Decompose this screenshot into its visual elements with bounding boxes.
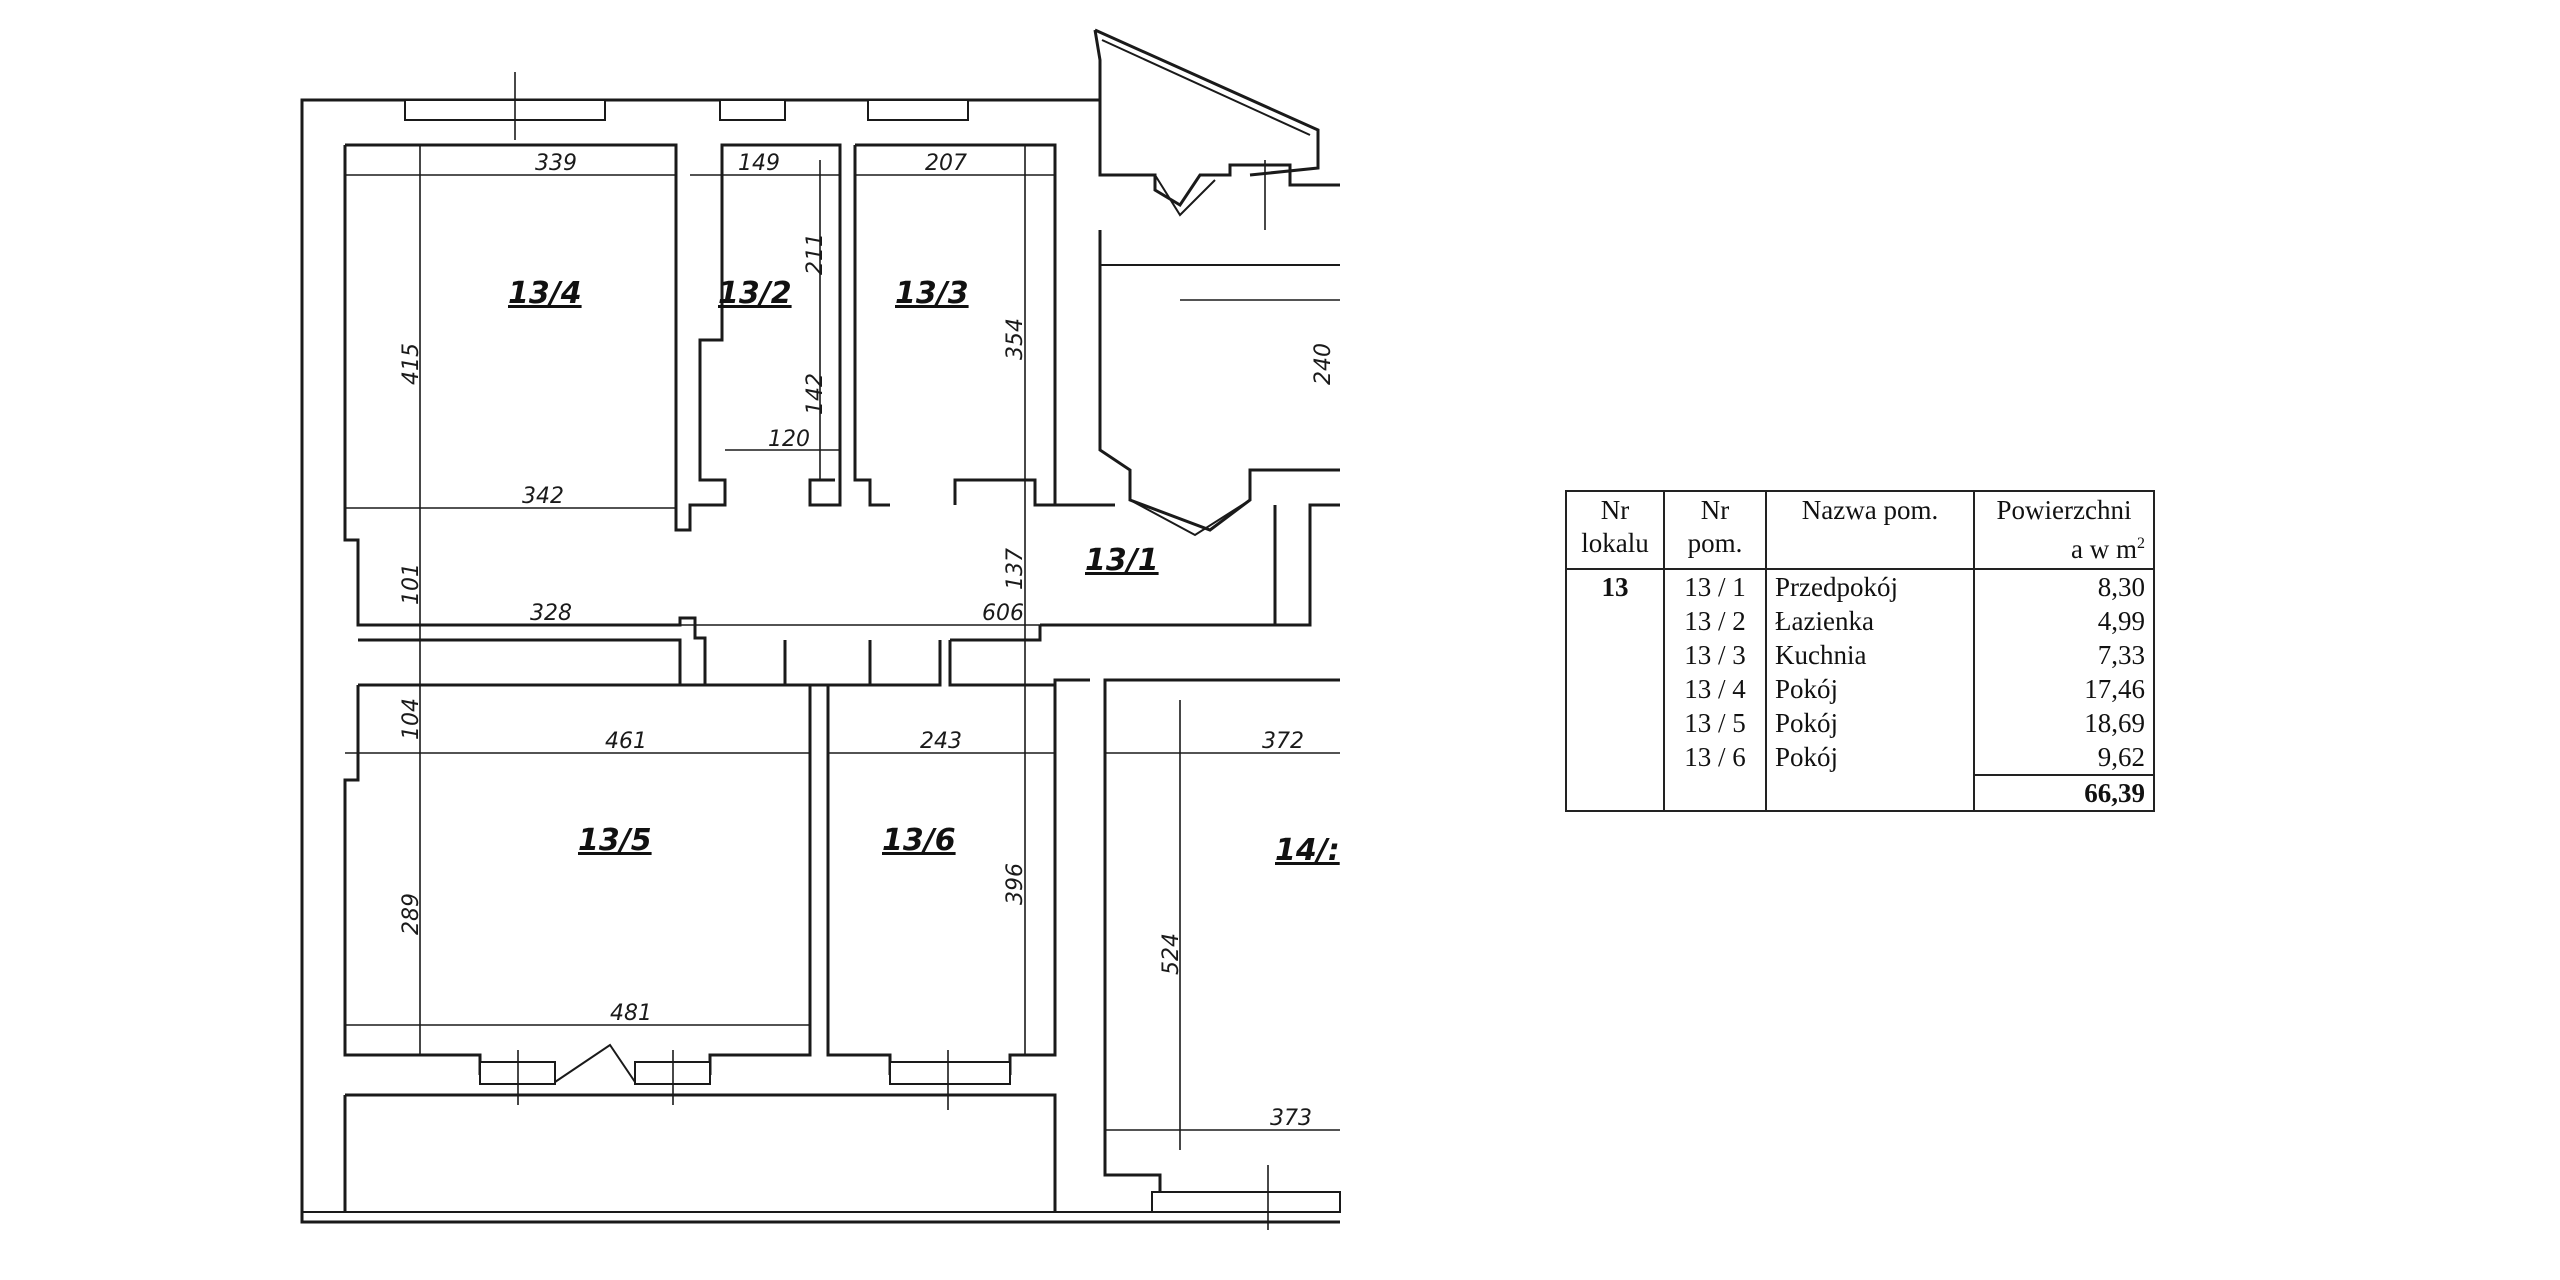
dimension-lines xyxy=(345,145,1340,1150)
table-row: 13 / 3 Kuchnia 7,33 xyxy=(1565,638,2155,672)
header-nazwa: Nazwa pom. xyxy=(1765,490,1975,570)
table-row: 13 / 4 Pokój 17,46 xyxy=(1565,672,2155,706)
floor-plan: 13/4 13/2 13/3 13/1 13/5 13/6 14/: 339 1… xyxy=(300,28,1341,1230)
total-area: 66,39 xyxy=(1973,774,2155,812)
dim-label: 120 xyxy=(768,427,810,452)
table-row: 13 / 2 Łazienka 4,99 xyxy=(1565,604,2155,638)
dim-label: 461 xyxy=(605,729,647,754)
room-name: Pokój xyxy=(1765,672,1975,706)
dim-label: 101 xyxy=(399,563,424,605)
dim-label: 243 xyxy=(920,729,962,754)
dim-label: 328 xyxy=(530,601,572,626)
windows xyxy=(404,72,1341,1230)
table-row: 13 / 5 Pokój 18,69 xyxy=(1565,706,2155,740)
door-swings xyxy=(554,174,1251,1083)
dim-label: 104 xyxy=(399,698,424,740)
dim-label: 207 xyxy=(925,151,967,176)
room-label-13-2: 13/2 xyxy=(718,276,792,311)
room-area-table: Nr lokalu Nr pom. Nazwa pom. Powierzchni… xyxy=(1565,490,2155,812)
room-name: Przedpokój xyxy=(1765,569,1975,604)
room-label-14: 14/: xyxy=(1275,833,1340,868)
room-labels: 13/4 13/2 13/3 13/1 13/5 13/6 14/: xyxy=(508,276,1340,868)
dim-label: 211 xyxy=(803,233,828,275)
room-label-13-4: 13/4 xyxy=(508,276,582,311)
dim-label: 339 xyxy=(535,151,577,176)
room-area: 17,46 xyxy=(1973,672,2155,706)
room-area: 4,99 xyxy=(1973,604,2155,638)
header-nr-pom: Nr pom. xyxy=(1663,490,1767,570)
dim-label: 373 xyxy=(1270,1106,1312,1131)
header-nr-lokalu: Nr lokalu xyxy=(1565,490,1665,570)
room-area: 18,69 xyxy=(1973,706,2155,740)
room-number: 13 / 5 xyxy=(1663,706,1767,740)
room-name: Pokój xyxy=(1765,706,1975,740)
room-label-13-1: 13/1 xyxy=(1085,543,1159,578)
dim-label: 524 xyxy=(1159,933,1184,975)
dim-label: 137 xyxy=(1003,548,1028,590)
dimension-labels: 339 149 207 211 415 354 142 120 240 342 … xyxy=(399,151,1336,1131)
room-label-13-3: 13/3 xyxy=(895,276,969,311)
dim-label: 481 xyxy=(610,1001,652,1026)
room-number: 13 / 1 xyxy=(1663,569,1767,604)
room-label-13-6: 13/6 xyxy=(882,823,956,858)
lokal-number: 13 xyxy=(1565,569,1665,604)
room-name: Kuchnia xyxy=(1765,638,1975,672)
dim-label: 606 xyxy=(982,601,1024,626)
dim-label: 149 xyxy=(738,151,780,176)
dim-label: 289 xyxy=(399,893,424,935)
table-header-row: Nr lokalu Nr pom. Nazwa pom. Powierzchni… xyxy=(1565,490,2155,570)
dim-label: 354 xyxy=(1003,318,1028,360)
table-total-row: 66,39 xyxy=(1565,774,2155,812)
dim-label: 142 xyxy=(803,373,828,415)
room-area: 8,30 xyxy=(1973,569,2155,604)
dim-label: 342 xyxy=(522,484,564,509)
room-number: 13 / 4 xyxy=(1663,672,1767,706)
room-number: 13 / 2 xyxy=(1663,604,1767,638)
room-number: 13 / 3 xyxy=(1663,638,1767,672)
room-name: Pokój xyxy=(1765,740,1975,775)
dim-label: 415 xyxy=(399,343,424,385)
table-row: 13 / 6 Pokój 9,62 xyxy=(1565,740,2155,775)
dim-label: 372 xyxy=(1262,729,1304,754)
dim-label: 240 xyxy=(1311,343,1336,385)
room-name: Łazienka xyxy=(1765,604,1975,638)
header-powierzchnia: Powierzchni a w m2 xyxy=(1973,490,2155,570)
room-area: 7,33 xyxy=(1973,638,2155,672)
room-number: 13 / 6 xyxy=(1663,740,1767,775)
room-label-13-5: 13/5 xyxy=(578,823,652,858)
dim-label: 396 xyxy=(1003,863,1028,905)
table-row: 13 13 / 1 Przedpokój 8,30 xyxy=(1565,569,2155,604)
room-area: 9,62 xyxy=(1973,740,2155,775)
